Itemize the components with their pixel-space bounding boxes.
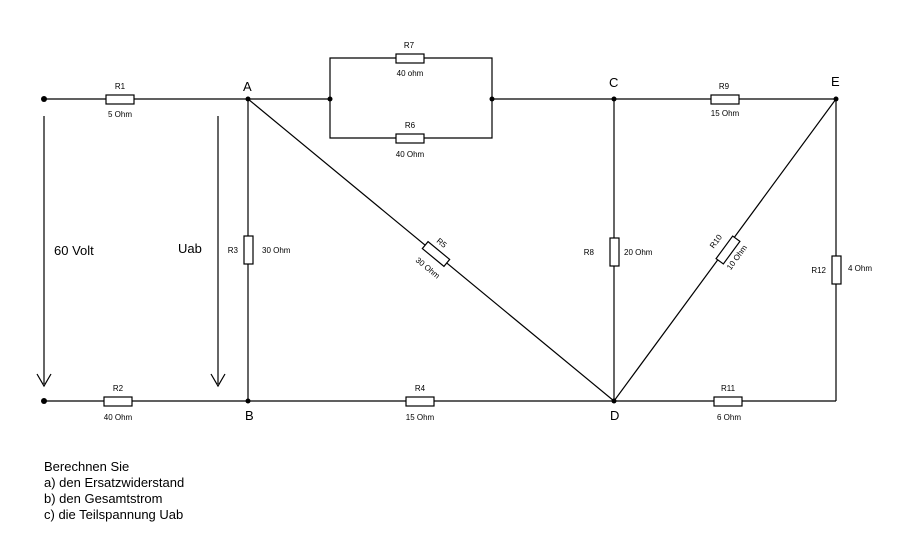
node-label-a: A: [243, 79, 252, 94]
label-r1-value: 5 Ohm: [108, 110, 132, 119]
node-label-e: E: [831, 74, 840, 89]
label-r8-name: R8: [584, 248, 595, 257]
node-label-b: B: [245, 408, 254, 423]
label-r4-value: 15 Ohm: [406, 413, 435, 422]
resistor-r8: [609, 237, 620, 267]
terminal-top: [41, 96, 47, 102]
label-r12-name: R12: [811, 266, 826, 275]
resistor-r9: [710, 94, 740, 105]
resistor-r2: [103, 396, 133, 407]
task-item-c: c) die Teilspannung Uab: [44, 507, 184, 522]
label-r7-name: R7: [404, 41, 415, 50]
label-r2-name: R2: [113, 384, 124, 393]
resistor-r7: [395, 53, 425, 64]
resistor-r3: [243, 235, 254, 265]
label-r3-name: R3: [228, 246, 239, 255]
junction-b: [245, 398, 251, 404]
resistor-r10: [715, 235, 741, 265]
label-r3-value: 30 Ohm: [262, 246, 291, 255]
junctions: [41, 96, 839, 404]
terminal-bottom: [41, 398, 47, 404]
source-voltage-label: 60 Volt: [54, 243, 94, 258]
node-label-c: C: [609, 75, 618, 90]
junction-a: [245, 96, 251, 102]
task-item-a: a) den Ersatzwiderstand: [44, 475, 185, 490]
label-r1-name: R1: [115, 82, 126, 91]
resistor-r6: [395, 133, 425, 144]
label-r9-value: 15 Ohm: [711, 109, 740, 118]
junction-parallel-left: [327, 96, 333, 102]
resistor-r5: [421, 240, 451, 268]
junction-parallel-right: [489, 96, 495, 102]
label-r6-value: 40 Ohm: [396, 150, 425, 159]
wire-r6-branch: [329, 99, 493, 139]
junction-d: [611, 398, 617, 404]
uab-label: Uab: [178, 241, 202, 256]
source-voltage-arrow: [36, 116, 52, 388]
task-item-b: b) den Gesamtstrom: [44, 491, 163, 506]
label-r6-name: R6: [405, 121, 416, 130]
resistor-r11: [713, 396, 743, 407]
uab-voltage-arrow: [210, 116, 226, 388]
node-label-d: D: [610, 408, 619, 423]
task-heading: Berechnen Sie: [44, 459, 130, 474]
label-r4-name: R4: [415, 384, 426, 393]
label-r5-name: R5: [435, 236, 449, 250]
label-r12-value: 4 Ohm: [848, 264, 872, 273]
label-r7-value: 40 ohm: [397, 69, 424, 78]
wire-r7-branch: [329, 57, 493, 99]
junction-c: [611, 96, 617, 102]
label-r8-value: 20 Ohm: [624, 248, 653, 257]
label-r11-name: R11: [721, 384, 736, 393]
label-r9-name: R9: [719, 82, 730, 91]
label-r11-value: 6 Ohm: [717, 413, 741, 422]
label-r10-name: R10: [708, 233, 724, 251]
junction-e: [833, 96, 839, 102]
resistor-r4: [405, 396, 435, 407]
resistor-r1: [105, 94, 135, 105]
task-text: Berechnen Sie a) den Ersatzwiderstand b)…: [44, 459, 184, 523]
resistor-r12: [831, 255, 842, 285]
label-r2-value: 40 Ohm: [104, 413, 133, 422]
